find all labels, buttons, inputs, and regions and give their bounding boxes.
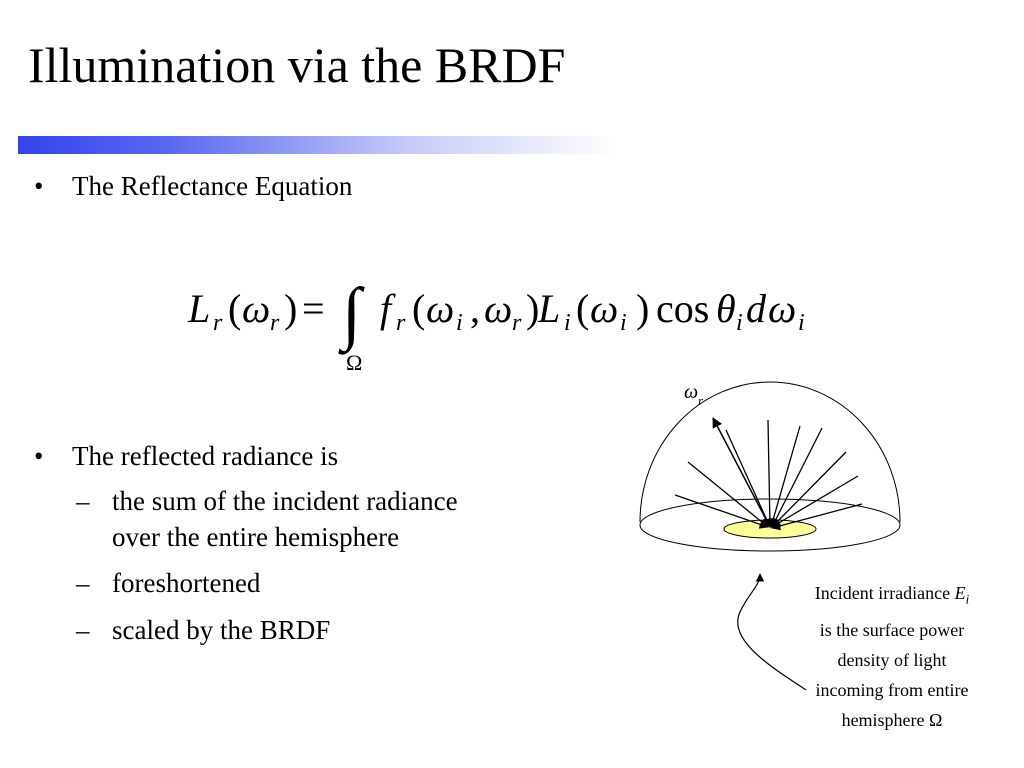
caption-line: Incident irradiance Ei	[782, 578, 1002, 615]
incident-ray	[768, 425, 801, 528]
subbullet-marker: –	[76, 486, 90, 516]
eq-omega-r: ω	[242, 286, 270, 331]
caption-pointer-arrow	[737, 573, 807, 691]
eq-paren-close: )	[636, 286, 649, 331]
subbullet-text: the sum of the incident radiance over th…	[112, 483, 458, 555]
slide-title: Illumination via the BRDF	[28, 37, 566, 93]
eq-d: d	[746, 286, 767, 331]
incident-ray	[725, 429, 771, 528]
caption-var-sub: i	[965, 591, 970, 607]
eq-L-i: L	[537, 286, 560, 331]
hemisphere-dome	[639, 381, 901, 523]
bullet-text: The Reflectance Equation	[72, 171, 353, 201]
caption-line: hemisphere Ω	[841, 709, 943, 730]
incident-ray	[765, 419, 775, 528]
eq-sub-i: i	[620, 310, 627, 336]
title-underline-bar	[18, 136, 618, 154]
eq-comma: ,	[470, 286, 480, 331]
eq-f: f	[380, 286, 396, 331]
eq-cos: cos	[656, 286, 709, 331]
eq-omega-i: ω	[426, 286, 454, 331]
eq-sub-r: r	[512, 310, 522, 336]
eq-paren-close: )	[284, 286, 297, 331]
incident-ray	[771, 451, 847, 528]
eq-sub-i: i	[456, 310, 463, 336]
eq-omega-i: ω	[590, 286, 618, 331]
eq-integral: ∫	[338, 275, 365, 355]
subbullet-line: over the entire hemisphere	[112, 522, 400, 552]
eq-domain-omega: Ω	[346, 350, 362, 375]
eq-paren-open: (	[228, 286, 241, 331]
subbullet-text: scaled by the BRDF	[112, 615, 331, 645]
eq-paren-open: (	[576, 286, 589, 331]
bullet-marker: •	[34, 171, 44, 201]
outgoing-omega-sub: r	[698, 393, 704, 408]
eq-sub-i: i	[564, 310, 571, 336]
subbullet-marker: –	[76, 568, 90, 598]
caption-line: is the surface power	[819, 619, 965, 640]
bullet-text: The reflected radiance is	[72, 441, 339, 471]
caption-line: density of light	[837, 649, 947, 670]
eq-omega-r: ω	[484, 286, 512, 331]
outgoing-ray	[712, 417, 771, 528]
eq-paren-open: (	[412, 286, 425, 331]
incident-ray	[771, 475, 859, 528]
incident-ray	[771, 427, 823, 528]
bullet-marker: •	[34, 441, 44, 471]
reflectance-equation: L r ( ω r ) = ∫ Ω f r ( ω i , ω r ) L i …	[187, 275, 805, 375]
eq-sub-i: i	[736, 310, 743, 336]
caption-line: incoming from entire	[815, 679, 969, 700]
incident-ray	[771, 503, 863, 531]
eq-paren-close: )	[526, 286, 539, 331]
eq-theta: θ	[716, 286, 736, 331]
caption-text: Incident irradiance	[814, 583, 955, 603]
incident-ray	[687, 461, 769, 528]
eq-sub-i: i	[798, 310, 805, 336]
eq-sub-r: r	[213, 310, 223, 336]
eq-sub-r: r	[270, 310, 280, 336]
irradiance-caption: Incident irradiance Ei is the surface po…	[782, 578, 1002, 735]
incident-rays	[674, 419, 863, 531]
caption-var-E: E	[954, 583, 966, 603]
incident-ray	[674, 494, 769, 529]
subbullet-marker: –	[76, 615, 90, 645]
eq-omega-i: ω	[768, 286, 796, 331]
outgoing-omega-label: ω	[684, 381, 698, 403]
eq-equals: =	[302, 286, 325, 331]
subbullet-text: foreshortened	[112, 568, 261, 598]
subbullet-line: the sum of the incident radiance	[112, 486, 458, 516]
eq-sub-r: r	[396, 310, 406, 336]
eq-L-r: L	[187, 286, 210, 331]
hemisphere-diagram: ω r	[639, 381, 901, 691]
